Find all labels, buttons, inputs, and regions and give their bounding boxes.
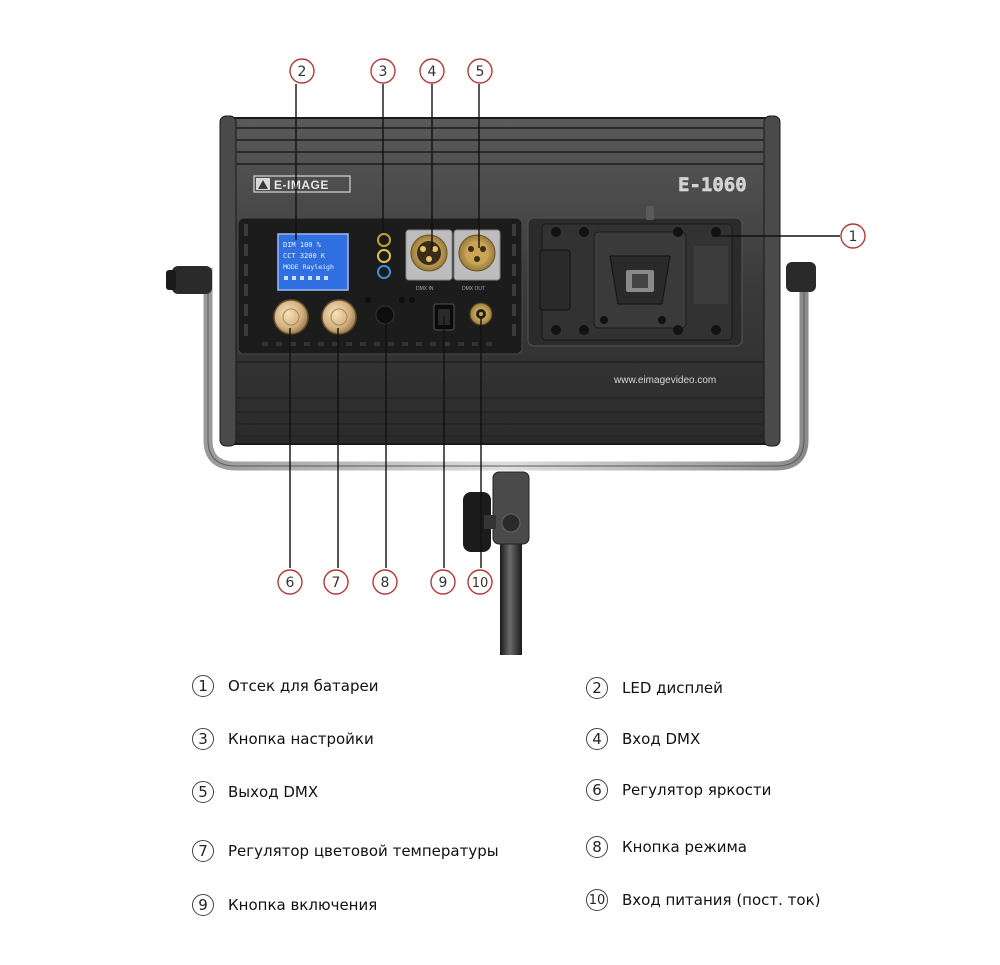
legend-text: Вход DMX [622,730,701,748]
lock-knob [463,492,491,552]
legend-text: Отсек для батареи [228,677,379,695]
legend-item-9: 9 Кнопка включения [192,890,377,920]
legend-text: Регулятор цветовой температуры [228,842,499,860]
callout-4-circle [419,58,445,84]
brand-text: E-IMAGE [274,178,329,192]
legend-text: Кнопка режима [622,838,747,856]
dmx-in-label: DMX IN [416,286,434,292]
legend-item-6: 6 Регулятор яркости [586,775,771,805]
legend-number: 6 [586,779,608,801]
stand-clamp [492,471,530,545]
setting-button-3[interactable] [377,265,391,279]
legend-number: 4 [586,728,608,750]
callout-leaders [289,84,840,568]
legend-text: Вход питания (пост. ток) [622,891,821,909]
lock-knob-stem [484,515,496,529]
left-tilt-knob [172,266,212,294]
callout-2-number: 2 [298,64,307,80]
legend-item-8: 8 Кнопка режима [586,832,747,862]
dmx-out-label: DMX OUT [462,286,485,292]
legend-number: 3 [192,728,214,750]
website-text: www.eimagevideo.com [613,375,716,386]
callout-5-number: 5 [476,64,485,80]
callout-10-circle [467,569,493,595]
legend-text: Кнопка настройки [228,730,374,748]
legend-item-1: 1 Отсек для батареи [192,671,378,701]
callout-markers [277,58,866,595]
cooling-fins-top [236,127,764,165]
display-line-1: DIM 100 % [283,241,322,249]
callout-5-circle [467,58,493,84]
callout-3-circle [370,58,396,84]
legend-text: Регулятор яркости [622,781,772,799]
callout-9-circle [430,569,456,595]
callout-3-number: 3 [379,64,388,80]
legend-item-10: 10 Вход питания (пост. ток) [586,885,821,915]
callout-1-circle [840,223,866,249]
legend-text: Выход DMX [228,783,319,801]
cooling-fins-bottom [236,361,764,437]
legend-number: 9 [192,894,214,916]
legend-number: 10 [586,889,608,911]
callout-7-number: 7 [332,575,341,591]
setting-button-1[interactable] [377,233,391,247]
legend-text: LED дисплей [622,679,723,697]
legend-item-5: 5 Выход DMX [192,777,318,807]
legend-text: Кнопка включения [228,896,378,914]
setting-button-2[interactable] [377,249,391,263]
legend-item-7: 7 Регулятор цветовой температуры [192,836,499,866]
brand-logo [253,175,351,193]
callout-2-circle [289,58,315,84]
callout-10-number: 10 [472,576,489,591]
left-end-cap [219,115,237,447]
clamp-bolt [501,513,521,533]
legend-number: 7 [192,840,214,862]
right-tilt-knob [786,262,816,292]
model-text: E-1060 [678,174,747,196]
legend-number: 2 [586,677,608,699]
display-line-3: MODE Rayleigh [283,263,334,271]
mode-button[interactable] [375,305,395,325]
brightness-knob[interactable] [273,299,309,335]
callout-7-circle [323,569,349,595]
display-line-2: CCT 3200 K [283,252,326,260]
control-panel-vents [244,224,516,336]
callout-9-number: 9 [439,575,448,591]
right-end-cap [763,115,781,447]
stand-pole [500,540,522,655]
callout-4-number: 4 [428,64,437,80]
callout-8-number: 8 [381,575,390,591]
callout-6-number: 6 [286,575,295,591]
display-dots [284,276,328,280]
callout-8-circle [372,569,398,595]
legend-item-4: 4 Вход DMX [586,724,700,754]
legend-number: 5 [192,781,214,803]
legend-number: 8 [586,836,608,858]
legend-number: 1 [192,675,214,697]
led-display [277,233,349,291]
legend-item-2: 2 LED дисплей [586,673,723,703]
color-temperature-knob[interactable] [321,299,357,335]
callout-1-number: 1 [849,229,858,245]
legend-item-3: 3 Кнопка настройки [192,724,374,754]
callout-6-circle [277,569,303,595]
control-panel-slots [262,342,492,346]
